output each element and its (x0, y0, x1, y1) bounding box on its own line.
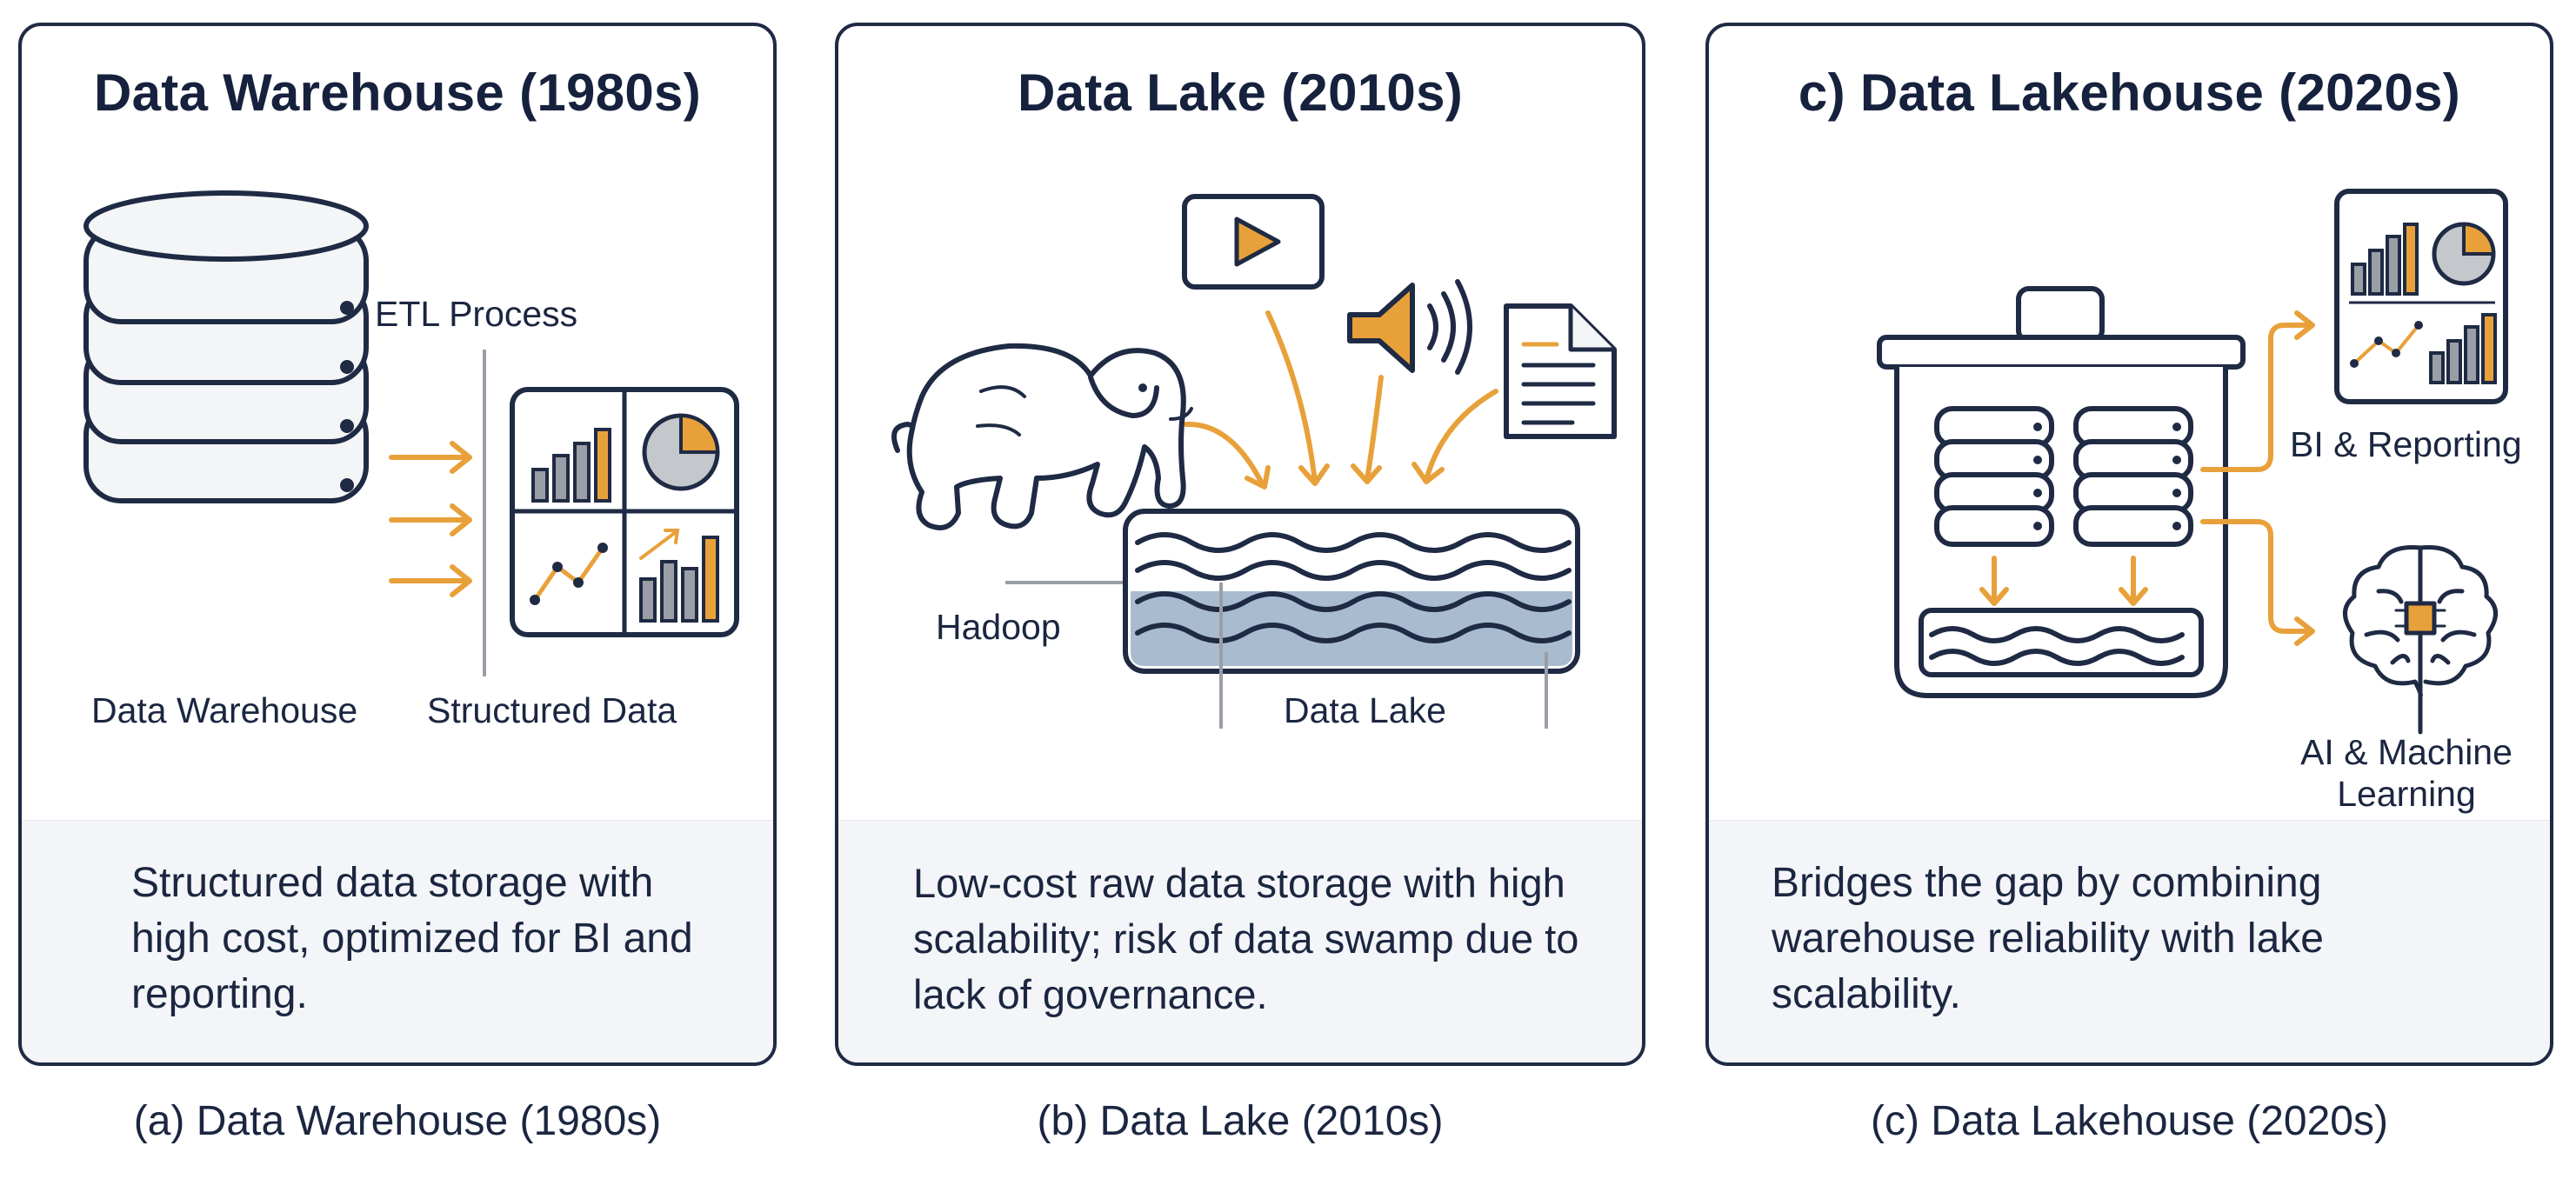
data-warehouse-label: Data Warehouse (91, 690, 358, 730)
brain-chip-icon (2343, 544, 2498, 735)
hadoop-label: Hadoop (936, 607, 1061, 647)
panel-title: c) Data Lakehouse (2020s) (1798, 63, 2461, 122)
description-text: Bridges the gap by combining warehouse r… (1772, 860, 2324, 1017)
bi-reporting-label: BI & Reporting (2290, 424, 2522, 464)
description-text: Low-cost raw data storage with high scal… (913, 860, 1579, 1017)
panel-data-lakehouse: c) Data Lakehouse (2020s) (1705, 23, 2553, 1066)
lakehouse-container-icon (1877, 286, 2246, 698)
description-text: Structured data storage with high cost, … (131, 860, 693, 1017)
database-icon (83, 190, 369, 503)
lake-bracket (1219, 583, 1548, 729)
description-box: Structured data storage with high cost, … (22, 820, 773, 1062)
output-arrows (2200, 310, 2315, 646)
data-lake-label: Data Lake (1284, 690, 1446, 730)
description-box: Low-cost raw data storage with high scal… (838, 820, 1642, 1062)
elephant-icon (891, 343, 1193, 530)
ingest-arrows (1184, 310, 1498, 490)
speaker-icon (1347, 279, 1472, 375)
document-icon (1504, 303, 1617, 439)
lakehouse-diagram (1877, 189, 2508, 735)
panel-title: Data Lake (2010s) (1017, 63, 1464, 122)
structured-data-label: Structured Data (427, 690, 677, 730)
down-arrows (1979, 556, 2148, 606)
ai-ml-label-line2: Learning (2337, 774, 2476, 814)
warehouse-diagram (83, 190, 739, 676)
caption-a: (a) Data Warehouse (1980s) (133, 1098, 662, 1144)
description-box: Bridges the gap by combining warehouse r… (1709, 820, 2550, 1062)
caption-b: (b) Data Lake (2010s) (1037, 1098, 1444, 1144)
dashboard-icon (510, 387, 739, 637)
etl-arrows (389, 441, 472, 597)
panel-data-lake: Data Lake (2010s) (835, 23, 1645, 1066)
caption-c: (c) Data Lakehouse (2020s) (1871, 1098, 2388, 1144)
panel-data-warehouse: Data Warehouse (1980s) (18, 23, 777, 1066)
etl-process-label: ETL Process (375, 294, 578, 334)
ai-ml-label-line1: AI & Machine (2300, 732, 2513, 772)
play-icon (1182, 194, 1325, 290)
dashboard-icon (2334, 189, 2508, 404)
water-icon (1123, 509, 1580, 674)
panel-title: Data Warehouse (1980s) (94, 63, 701, 122)
lake-diagram (891, 194, 1617, 729)
